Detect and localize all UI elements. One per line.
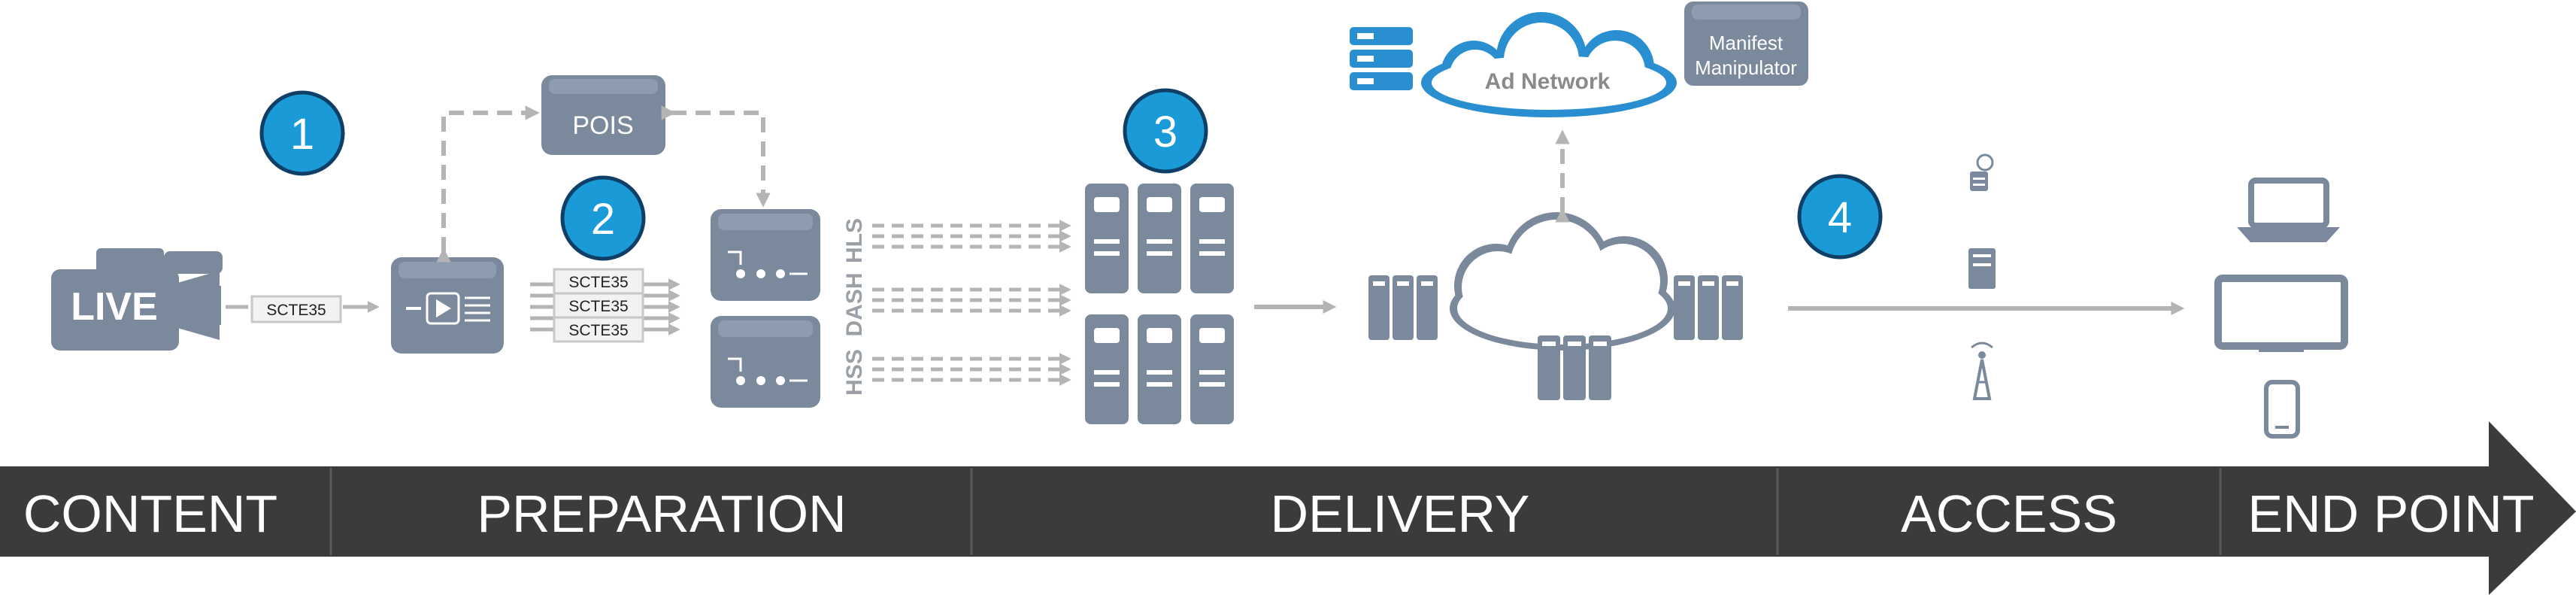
- set-top-box-icon: [1968, 248, 1996, 289]
- step-circle-2: 2: [560, 175, 646, 261]
- protocol-hls: HLS: [842, 218, 867, 263]
- manifest-manipulator-line1: Manifest: [1709, 32, 1784, 54]
- step-3-label: 3: [1153, 108, 1177, 156]
- cable-modem-icon: [1970, 153, 1994, 191]
- stream-arrows: [872, 219, 1071, 387]
- live-camera-icon: LIVE: [51, 248, 223, 351]
- cell-tower-icon: [1971, 342, 1993, 400]
- step-4-label: 4: [1828, 193, 1852, 242]
- step-circle-1: 1: [259, 90, 345, 176]
- monitor-icon: [2214, 275, 2348, 352]
- scte35-out-2-label: SCTE35: [568, 298, 628, 315]
- scte35-out-3-label: SCTE35: [568, 322, 628, 339]
- ad-network-cloud-icon: Ad Network: [1421, 12, 1677, 117]
- stage-access: ACCESS: [1901, 484, 2117, 543]
- ad-server-stack-icon: [1350, 27, 1413, 90]
- scte35-tag-input: SCTE35: [250, 295, 342, 323]
- cdn-cloud-icon: [1450, 212, 1675, 351]
- stage-preparation: PREPARATION: [477, 484, 846, 543]
- packager-icon-top: [711, 209, 820, 301]
- origin-servers-icon: [1085, 184, 1234, 424]
- protocol-hss: HSS: [842, 349, 867, 396]
- ad-network-label: Ad Network: [1485, 69, 1611, 94]
- stage-end-point: END POINT: [2247, 484, 2534, 543]
- scte35-tag-out-2: SCTE35: [553, 292, 644, 319]
- cdn-edge-servers-left: [1368, 275, 1438, 340]
- laptop-icon: [2237, 178, 2340, 242]
- stage-content: CONTENT: [23, 484, 277, 543]
- stage-bar: CONTENT PREPARATION DELIVERY ACCESS END …: [0, 421, 2576, 595]
- scte35-input-label: SCTE35: [266, 302, 326, 319]
- packager-icon-bottom: [711, 316, 820, 408]
- manifest-manipulator-box: Manifest Manipulator: [1684, 2, 1808, 86]
- step-1-label: 1: [290, 110, 314, 159]
- scte35-tag-out-1: SCTE35: [553, 268, 644, 295]
- step-2-label: 2: [591, 195, 615, 244]
- live-label: LIVE: [71, 285, 158, 329]
- step-circle-4: 4: [1797, 174, 1883, 260]
- pois-label: POIS: [572, 111, 633, 140]
- cdn-edge-servers-right: [1674, 275, 1743, 340]
- protocol-dash: DASH: [842, 272, 867, 336]
- step-circle-3: 3: [1123, 88, 1208, 174]
- stage-delivery: DELIVERY: [1271, 484, 1530, 543]
- scte35-tag-out-3: SCTE35: [553, 316, 644, 343]
- encoder-icon: [391, 257, 504, 354]
- scte35-out-1-label: SCTE35: [568, 274, 628, 291]
- pois-box: POIS: [541, 75, 665, 155]
- manifest-manipulator-line2: Manipulator: [1695, 56, 1797, 79]
- smartphone-icon: [2264, 380, 2300, 439]
- cdn-edge-servers-bottom: [1538, 335, 1611, 400]
